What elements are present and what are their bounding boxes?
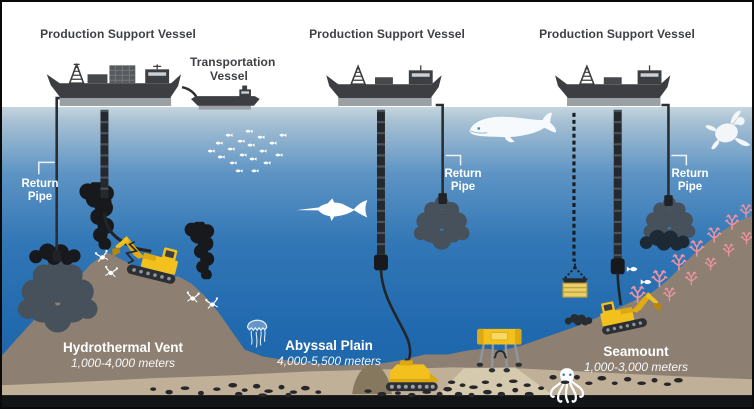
flexible-hose: [379, 269, 412, 360]
production-support-vessel-icon: [554, 64, 672, 107]
seafloor-light-path: [435, 367, 558, 399]
nodule-field: [150, 375, 683, 398]
bottom-bar: [2, 395, 752, 407]
seafloor-back: [2, 215, 752, 407]
sediment-mound: [352, 364, 392, 395]
flexible-hose: [616, 273, 622, 306]
transportation-vessel-icon: [190, 85, 260, 110]
production-support-vessel-icon: [45, 63, 182, 107]
production-support-vessel-icon: [325, 64, 443, 107]
pipes-layer: [38, 96, 688, 360]
label-leader-lines: [38, 154, 688, 175]
